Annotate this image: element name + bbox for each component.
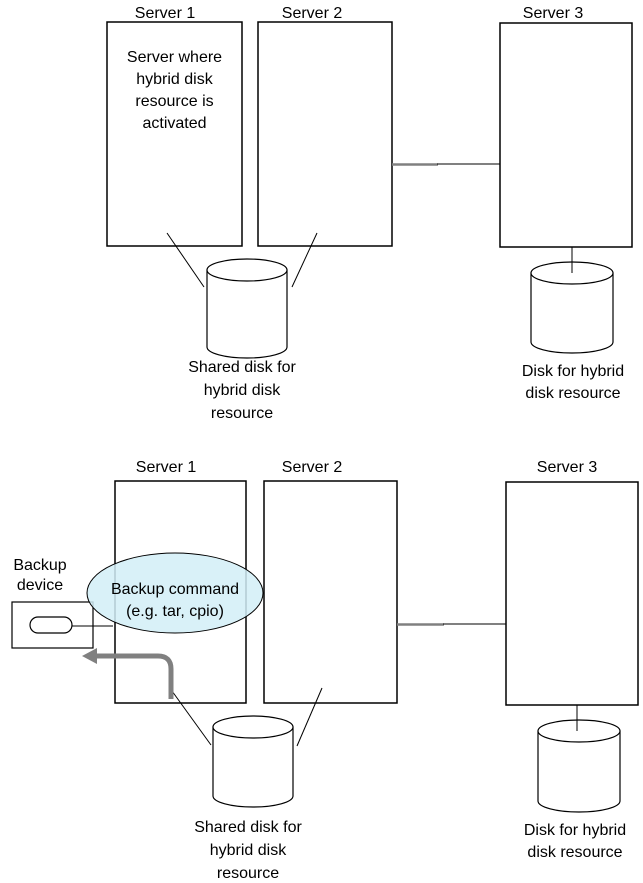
top-hybrid-disk-label: Disk for hybrid disk resource	[488, 361, 643, 405]
top-server1-box	[106, 21, 243, 247]
bottom-server2-box	[263, 480, 398, 704]
label-line: device	[16, 577, 64, 594]
label-line: Disk for hybrid	[521, 363, 625, 380]
bottom-shared-disk-label: Shared disk for hybrid disk resource	[158, 816, 338, 883]
bottom-server2-to-shared-disk-line	[296, 687, 323, 747]
label-line: Disk for hybrid	[523, 822, 627, 839]
label-line: Backup	[13, 557, 67, 574]
top-shared-disk-cylinder-body	[206, 270, 288, 359]
label-line: hybrid disk	[203, 382, 281, 399]
bottom-server3-label: Server 3	[536, 459, 598, 476]
note-line: hybrid disk	[136, 71, 213, 88]
label-line: resource	[210, 405, 274, 422]
backup-command-label: Backup command (e.g. tar, cpio)	[85, 579, 265, 623]
bottom-shared-disk-cylinder-body	[212, 727, 294, 808]
label-line: Shared disk for	[194, 819, 302, 836]
note-line: resource is	[135, 93, 214, 110]
bottom-server1-label: Server 1	[135, 459, 197, 476]
backup-command-ellipse	[86, 552, 264, 634]
top-hybrid-disk-cylinder-body	[530, 273, 614, 354]
top-server2-label: Server 2	[281, 5, 343, 22]
top-server3-label: Server 3	[522, 5, 584, 22]
label-line: Backup command	[110, 581, 240, 598]
label-line: (e.g. tar, cpio)	[126, 603, 224, 620]
bottom-hybrid-disk-cylinder-body	[537, 731, 621, 813]
bottom-server1-to-shared-disk-line	[171, 690, 212, 746]
bottom-server2-label: Server 2	[281, 459, 343, 476]
label-line: resource	[216, 865, 280, 882]
top-server1-to-shared-disk-line	[166, 232, 205, 288]
label-line: Shared disk for	[188, 359, 296, 376]
label-line: disk resource	[525, 385, 621, 402]
bottom-hybrid-disk-cylinder-top	[537, 719, 621, 743]
label-line: hybrid disk	[209, 842, 287, 859]
bottom-hybrid-disk-label: Disk for hybrid disk resource	[490, 820, 643, 864]
note-line: activated	[142, 115, 207, 132]
top-server2-to-shared-disk-line	[291, 232, 318, 288]
backup-arrow-head	[82, 648, 97, 664]
top-server3-box	[499, 22, 633, 248]
label-line: disk resource	[527, 844, 623, 861]
note-line: Server where	[126, 49, 223, 66]
backup-arrow	[96, 653, 174, 699]
top-shared-disk-label: Shared disk for hybrid disk resource	[152, 356, 332, 425]
top-server1-label: Server 1	[134, 5, 196, 22]
top-server1-note: Server where hybrid disk resource is act…	[109, 47, 240, 135]
backup-device-label: Backup device	[2, 556, 78, 596]
bottom-shared-disk-cylinder-top	[212, 715, 294, 739]
backup-device-slot	[29, 616, 73, 634]
bottom-server3-box	[505, 481, 639, 706]
top-server2-box	[257, 21, 393, 247]
top-shared-disk-cylinder-top	[206, 258, 288, 282]
